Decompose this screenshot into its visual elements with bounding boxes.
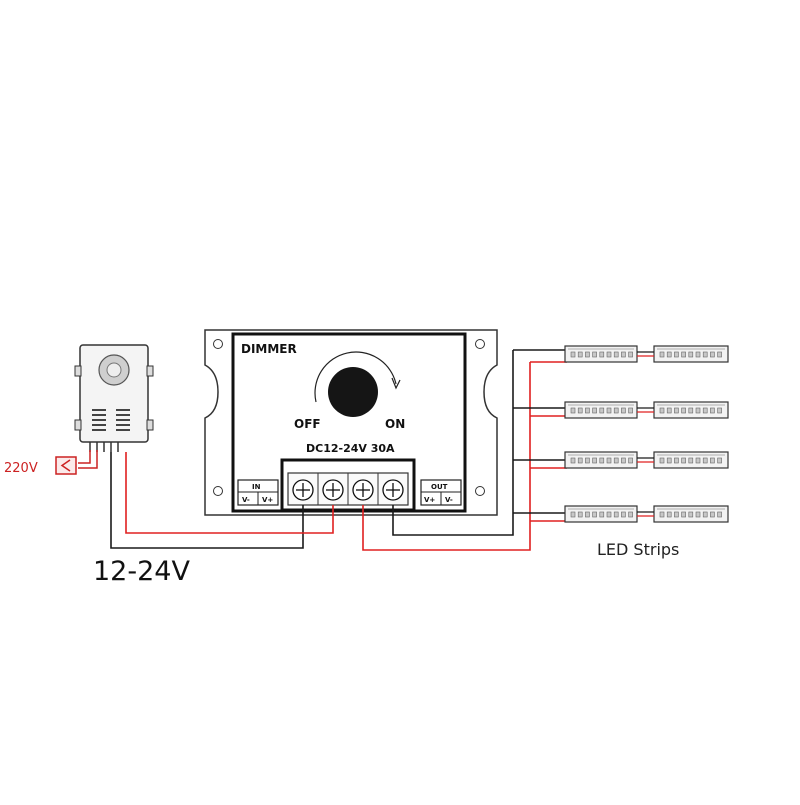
output-negative-wire [392, 350, 514, 536]
rotation-arrow-icon [314, 351, 397, 403]
dimmer-unit: DIMMER OFF ON DC12-24V 30A IN V- V+ OUT … [204, 329, 498, 516]
svg-text:V-: V- [445, 496, 453, 504]
led-strip-rows [564, 345, 729, 523]
led-strip-row [564, 505, 729, 523]
led-strip [564, 505, 638, 523]
mounting-hole-icon [213, 486, 223, 496]
supply-negative-wire [110, 452, 304, 549]
svg-text:V+: V+ [262, 496, 273, 504]
dimmer-knob [328, 367, 378, 417]
led-strip [564, 401, 638, 419]
supply-positive-wire [125, 452, 334, 534]
mains-voltage-label: 220V [4, 461, 38, 476]
led-strip [653, 401, 729, 419]
out-terminal-label: OUT V+ V- [420, 479, 462, 506]
screw-terminal-icon [292, 479, 404, 501]
svg-text:OUT: OUT [431, 483, 448, 491]
dimmer-title: DIMMER [241, 342, 297, 356]
led-strip [564, 345, 638, 363]
mounting-hole-icon [475, 486, 485, 496]
supply-wires [110, 452, 334, 549]
led-strip [564, 451, 638, 469]
led-strips-label: LED Strips [597, 540, 679, 559]
svg-text:V+: V+ [424, 496, 435, 504]
output-wires [362, 349, 567, 551]
supply-voltage-label: 12-24V [93, 556, 190, 587]
vent-grille [92, 409, 130, 431]
output-positive-wire [362, 362, 531, 551]
plug-icon [55, 456, 77, 475]
mounting-hole-icon [213, 339, 223, 349]
in-terminal-label: IN V- V+ [237, 479, 279, 506]
mounting-hole-icon [475, 339, 485, 349]
led-strip [653, 505, 729, 523]
power-supply [74, 344, 154, 452]
svg-text:V-: V- [242, 496, 250, 504]
led-strip-row [564, 345, 729, 363]
svg-text:IN: IN [252, 483, 261, 491]
on-label: ON [385, 417, 405, 431]
mains-input: 220V [4, 450, 98, 476]
led-strip [653, 451, 729, 469]
rating-label: DC12-24V 30A [306, 442, 395, 455]
led-strip [653, 345, 729, 363]
off-label: OFF [294, 417, 321, 431]
led-strip-row [564, 401, 729, 419]
led-strip-row [564, 451, 729, 469]
